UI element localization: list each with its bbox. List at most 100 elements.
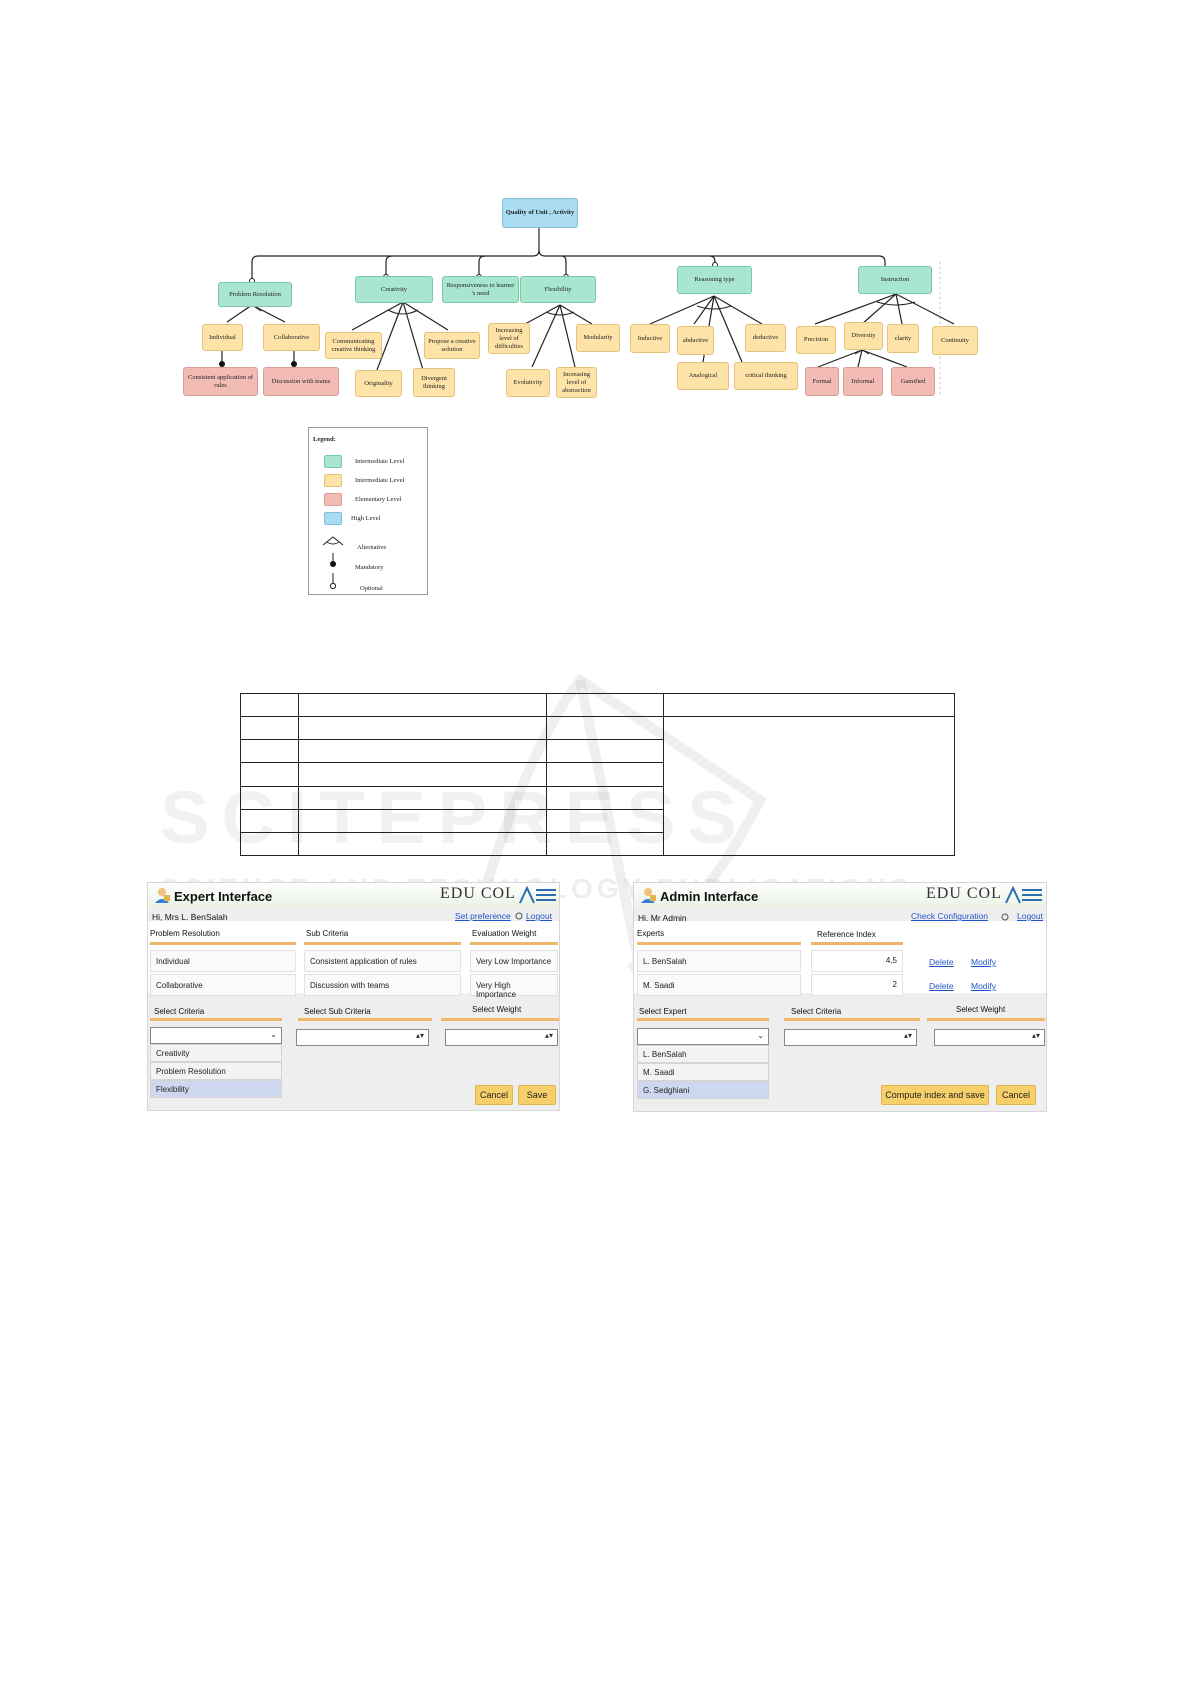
criteria-select[interactable]: ▴▾ bbox=[784, 1029, 917, 1046]
set-preference-link[interactable]: Set preference bbox=[455, 911, 511, 921]
node-communicating: Communicating creative thinking bbox=[325, 332, 382, 359]
table-cell: Very High Importance bbox=[470, 974, 558, 999]
spinner-arrows-icon: ▴▾ bbox=[903, 1031, 912, 1040]
node-instruction: Instruction bbox=[858, 266, 932, 294]
spinner-arrows-icon: ▴▾ bbox=[544, 1031, 553, 1040]
chevron-down-icon: ⌄ bbox=[757, 1031, 764, 1040]
node-critical-thinking: critical thinking bbox=[734, 362, 798, 390]
dropdown-option-expert[interactable]: G. Sedghiani bbox=[637, 1081, 769, 1099]
legend-title: Legend: bbox=[313, 436, 336, 443]
weight-select[interactable]: ▴▾ bbox=[445, 1029, 558, 1046]
select-underline bbox=[784, 1018, 920, 1021]
logout-link[interactable]: Logout bbox=[1017, 911, 1043, 921]
admin-interface-panel: Admin Interface EDU COL Hi, Mr Admin Che… bbox=[633, 882, 1047, 1112]
delete-link[interactable]: Delete bbox=[929, 981, 954, 991]
reference-index-value: 2 bbox=[811, 974, 903, 996]
col-header-experts: Experts bbox=[637, 929, 665, 938]
select-sub-criteria-label: Select Sub Criteria bbox=[304, 1007, 371, 1016]
logout-icon bbox=[1001, 913, 1009, 921]
admin-greeting: Hi, Mr Admin bbox=[638, 913, 687, 923]
dropdown-option-creativity[interactable]: Creativity bbox=[150, 1044, 282, 1062]
save-button[interactable]: Save bbox=[518, 1085, 556, 1105]
legend-item: High Level bbox=[351, 515, 381, 522]
node-flexibility: Flexibility bbox=[520, 276, 596, 303]
node-increasing-difficulties: Increasing level of difficulties bbox=[488, 323, 530, 354]
table-cell: Very Low Importance bbox=[470, 950, 558, 972]
node-root: Quality of Unit , Activity bbox=[502, 198, 578, 228]
spinner-arrows-icon: ▴▾ bbox=[1031, 1031, 1040, 1040]
sub-criteria-select[interactable]: ▴▾ bbox=[296, 1029, 429, 1046]
node-responsiveness: Responsiveness to learner 's need bbox=[442, 276, 519, 303]
dropdown-option-problem-resolution[interactable]: Problem Resolution bbox=[150, 1062, 282, 1080]
col-header-criteria: Problem Resolution bbox=[150, 929, 220, 938]
educol-logo: EDU COL bbox=[926, 885, 1002, 902]
select-weight-label: Select Weight bbox=[472, 1005, 522, 1014]
col-header-sub-criteria: Sub Criteria bbox=[306, 929, 349, 938]
legend-symbols bbox=[322, 536, 344, 590]
node-problem-resolution: Problem Resolution bbox=[218, 282, 292, 307]
cancel-button[interactable]: Cancel bbox=[475, 1085, 513, 1105]
node-collaborative: Collaborative bbox=[263, 324, 320, 351]
node-divergent: Divergent thinking bbox=[413, 368, 455, 397]
select-underline bbox=[927, 1018, 1045, 1021]
dropdown-option-expert[interactable]: L. BenSalah bbox=[637, 1045, 769, 1063]
table-cell: L. BenSalah bbox=[637, 950, 801, 972]
node-diversity: Diversity bbox=[844, 322, 883, 350]
logout-icon bbox=[515, 912, 523, 920]
compute-index-and-save-button[interactable]: Compute index and save bbox=[881, 1085, 989, 1105]
criteria-select[interactable]: ⌄ bbox=[150, 1027, 282, 1044]
modify-link[interactable]: Modify bbox=[971, 981, 997, 991]
expert-title: Expert Interface bbox=[174, 889, 273, 904]
cancel-button[interactable]: Cancel bbox=[996, 1085, 1036, 1105]
header-underline bbox=[150, 942, 296, 945]
header-underline bbox=[637, 942, 801, 945]
node-creativity: Creativity bbox=[355, 276, 433, 303]
select-criteria-label: Select Criteria bbox=[154, 1007, 205, 1016]
node-discussion-with-teams: Discussion with teams bbox=[263, 367, 339, 396]
legend: Legend: Intermediate Level Intermediate … bbox=[308, 427, 428, 595]
admin-titlebar bbox=[634, 883, 1046, 907]
educol-logo: EDU COL bbox=[440, 885, 516, 902]
select-weight-label: Select Weight bbox=[956, 1005, 1006, 1014]
expert-interface-panel: Expert Interface EDU COL Hi, Mrs L. BenS… bbox=[147, 882, 560, 1111]
node-evolutivity: Evolutivity bbox=[506, 369, 550, 397]
select-underline bbox=[150, 1018, 282, 1021]
select-expert-label: Select Expert bbox=[639, 1007, 687, 1016]
select-underline bbox=[441, 1018, 559, 1021]
node-modularity: Modularity bbox=[576, 324, 620, 352]
legend-mandatory: Mandatory bbox=[355, 564, 384, 571]
legend-optional: Optional bbox=[360, 585, 383, 592]
node-propose: Propose a creative solution bbox=[424, 332, 480, 359]
select-underline bbox=[637, 1018, 769, 1021]
delete-link[interactable]: Delete bbox=[929, 957, 954, 967]
logout-link[interactable]: Logout bbox=[526, 911, 552, 921]
node-precision: Precision bbox=[796, 326, 836, 354]
spinner-arrows-icon: ▴▾ bbox=[415, 1031, 424, 1040]
table-cell: Individual bbox=[150, 950, 296, 972]
feature-model-diagram: Quality of Unit , Activity Problem Resol… bbox=[0, 0, 1191, 620]
apprendre-logo-icon bbox=[1005, 886, 1042, 904]
node-deductive: deductive bbox=[745, 324, 786, 352]
user-avatar-icon bbox=[155, 888, 170, 903]
dropdown-option-expert[interactable]: M. Saadi bbox=[637, 1063, 769, 1081]
legend-item: Intermediate Level bbox=[355, 477, 405, 484]
node-individual: Individual bbox=[202, 324, 243, 351]
header-underline bbox=[304, 942, 461, 945]
select-criteria-label: Select Criteria bbox=[791, 1007, 842, 1016]
select-underline bbox=[298, 1018, 432, 1021]
check-configuration-link[interactable]: Check Configuration bbox=[911, 911, 989, 921]
col-header-weight: Evaluation Weight bbox=[472, 929, 537, 938]
dropdown-option-flexibility[interactable]: Flexibility bbox=[150, 1080, 282, 1098]
legend-swatch-red bbox=[324, 493, 342, 506]
node-formal: Formal bbox=[805, 367, 839, 396]
expert-titlebar bbox=[148, 883, 559, 907]
apprendre-logo-icon bbox=[519, 886, 556, 904]
weight-select[interactable]: ▴▾ bbox=[934, 1029, 1045, 1046]
empty-table bbox=[240, 692, 955, 857]
modify-link[interactable]: Modify bbox=[971, 957, 997, 967]
expert-select[interactable]: ⌄ bbox=[637, 1028, 769, 1045]
node-abductive: abductive bbox=[677, 326, 714, 355]
node-consistent-application: Consistent application of rules bbox=[183, 367, 258, 396]
user-avatar-icon bbox=[641, 888, 656, 903]
feature-model-connectors bbox=[219, 228, 955, 395]
